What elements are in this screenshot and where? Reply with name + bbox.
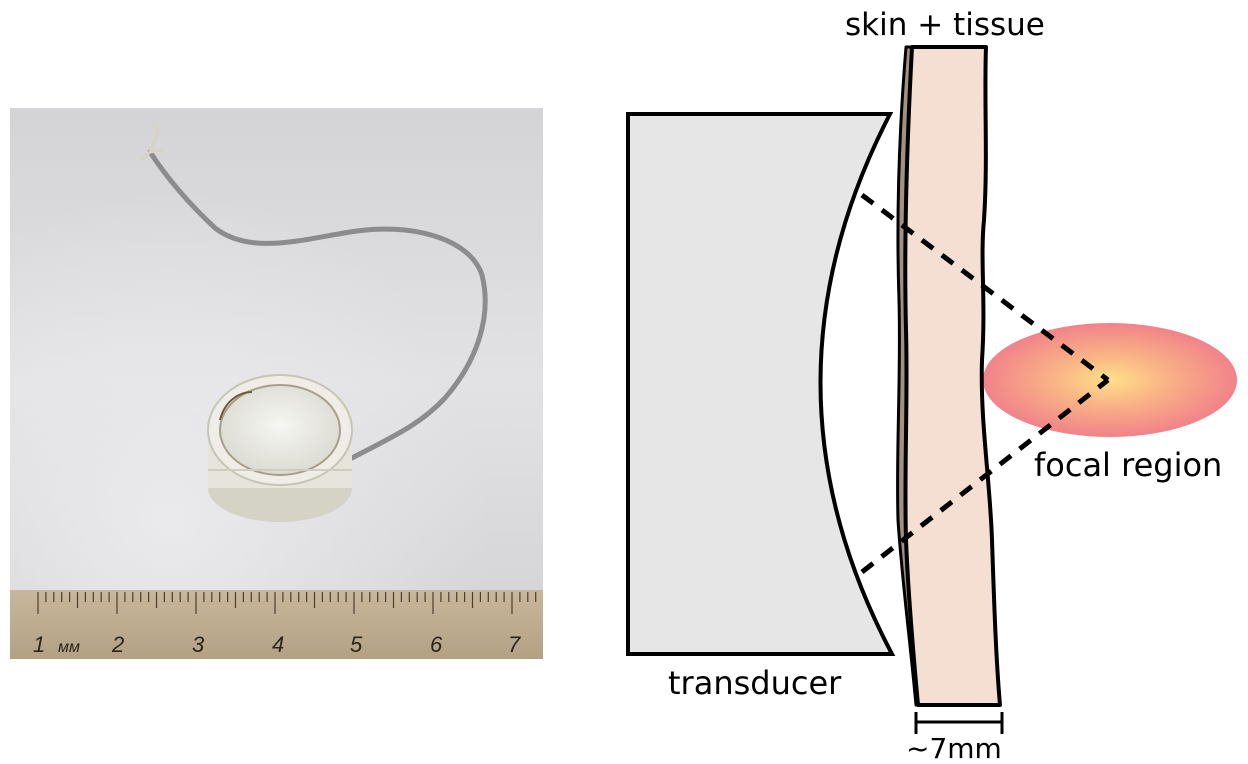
thickness-bracket	[916, 712, 1002, 734]
transducer-label: transducer	[668, 664, 842, 702]
ruler-number-7: 7	[508, 632, 521, 657]
ruler-number-1: 1	[33, 632, 45, 657]
skin-tissue-label: skin + tissue	[845, 7, 1045, 43]
transducer-photo: 1 мм 2 3 4 5 6 7	[10, 108, 543, 659]
thickness-label: ~7mm	[906, 732, 1002, 764]
ruler: 1 мм 2 3 4 5 6 7	[10, 590, 543, 659]
ruler-unit-label: мм	[58, 639, 80, 656]
ruler-number-5: 5	[350, 632, 363, 657]
focal-region-ellipse	[983, 323, 1237, 437]
schematic-diagram: skin + tissue transducer focal region ~7…	[628, 7, 1237, 764]
ruler-number-3: 3	[192, 632, 205, 657]
ring-transducer	[208, 375, 352, 522]
ruler-number-6: 6	[430, 632, 443, 657]
focal-region-label: focal region	[1034, 446, 1222, 484]
transducer-shape	[628, 114, 892, 654]
ruler-number-4: 4	[272, 632, 284, 657]
ruler-number-2: 2	[111, 632, 124, 657]
